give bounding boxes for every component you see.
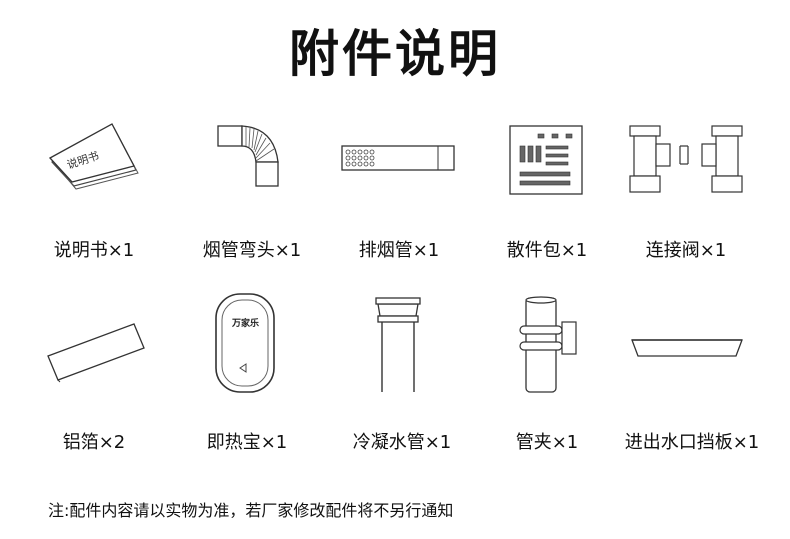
item-label-exhaust-pipe: 排烟管×1: [358, 240, 440, 261]
item-label-aluminum-foil: 铝箔×2: [62, 432, 126, 453]
instant-heater-brand-text: 万家乐: [231, 317, 259, 329]
manual-booklet-icon: 说明书: [48, 123, 139, 190]
flue-elbow-icon: [217, 125, 279, 187]
item-label-instant-heater: 即热宝×1: [206, 432, 288, 453]
parts-pack-icon: [509, 125, 583, 195]
item-label-parts-pack: 散件包×1: [506, 240, 588, 261]
page-title: 附件说明: [289, 25, 501, 83]
aluminum-foil-icon: [47, 323, 145, 383]
exhaust-pipe-icon: [341, 145, 455, 171]
instant-heater-icon: 万家乐: [215, 293, 275, 393]
item-label-flue-elbow: 烟管弯头×1: [202, 240, 302, 261]
connection-valve-icon: [629, 125, 743, 193]
condensate-pipe-icon: [375, 297, 421, 392]
item-label-manual: 说明书×1: [53, 240, 135, 261]
water-port-baffle-icon: [631, 339, 743, 357]
pipe-clamp-icon: [519, 296, 577, 393]
item-label-pipe-clamp: 管夹×1: [515, 432, 579, 453]
item-label-water-port-baffle: 进出水口挡板×1: [624, 432, 760, 453]
item-label-connection-valve: 连接阀×1: [645, 240, 727, 261]
footnote: 注:配件内容请以实物为准，若厂家修改配件将不另行通知: [48, 501, 454, 520]
item-label-condensate-pipe: 冷凝水管×1: [352, 432, 452, 453]
